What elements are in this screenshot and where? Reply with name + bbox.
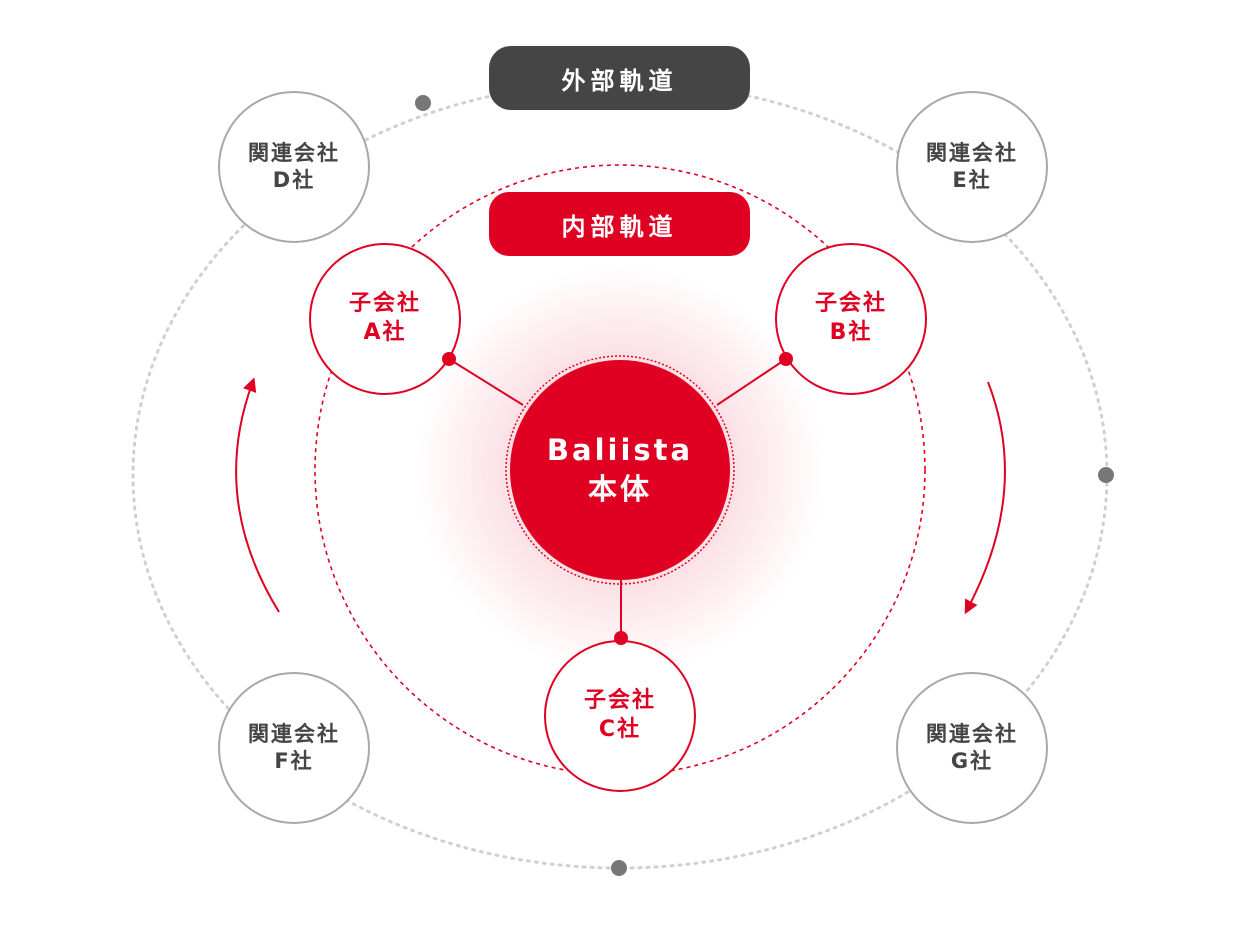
affiliate-g-node: 関連会社 G社 [896, 672, 1048, 824]
core-line2: 本体 [587, 472, 652, 506]
affiliate-e-line1: 関連会社 [926, 140, 1018, 165]
subsidiary-c-node: 子会社 C社 [544, 640, 696, 792]
affiliate-d-line1: 関連会社 [248, 140, 340, 165]
curved-arrow-icon-left [235, 377, 280, 613]
inner-orbit-label: 内部軌道 [489, 192, 750, 256]
subsidiary-c-line1: 子会社 [583, 688, 656, 714]
dot-icon-bottom [611, 860, 627, 876]
core-line1: Baliista [546, 432, 694, 467]
inner-orbit [314, 164, 926, 776]
affiliate-d-node: 関連会社 D社 [218, 91, 370, 243]
dot-icon-right [1098, 467, 1114, 483]
affiliate-d-line2: D社 [272, 168, 316, 192]
affiliate-e-node: 関連会社 E社 [896, 91, 1048, 243]
subsidiary-b-line1: 子会社 [814, 291, 887, 317]
core-node: Baliista 本体 [510, 360, 730, 580]
affiliate-g-line1: 関連会社 [926, 721, 1018, 746]
affiliate-e-line2: E社 [952, 168, 992, 192]
affiliate-f-line1: 関連会社 [248, 721, 340, 746]
subsidiary-a-line1: 子会社 [348, 291, 421, 317]
subsidiary-b-node: 子会社 B社 [775, 243, 927, 395]
affiliate-g-line2: G社 [950, 749, 994, 773]
subsidiary-a-node: 子会社 A社 [309, 243, 461, 395]
affiliate-f-line2: F社 [274, 749, 314, 773]
outer-orbit-label: 外部軌道 [489, 46, 750, 110]
curved-arrow-icon-right [964, 381, 1006, 615]
subsidiary-c-line2: C社 [598, 717, 642, 742]
subsidiary-b-line2: B社 [829, 320, 873, 345]
dot-icon-top [415, 95, 431, 111]
affiliate-f-node: 関連会社 F社 [218, 672, 370, 824]
subsidiary-a-line2: A社 [363, 320, 407, 345]
